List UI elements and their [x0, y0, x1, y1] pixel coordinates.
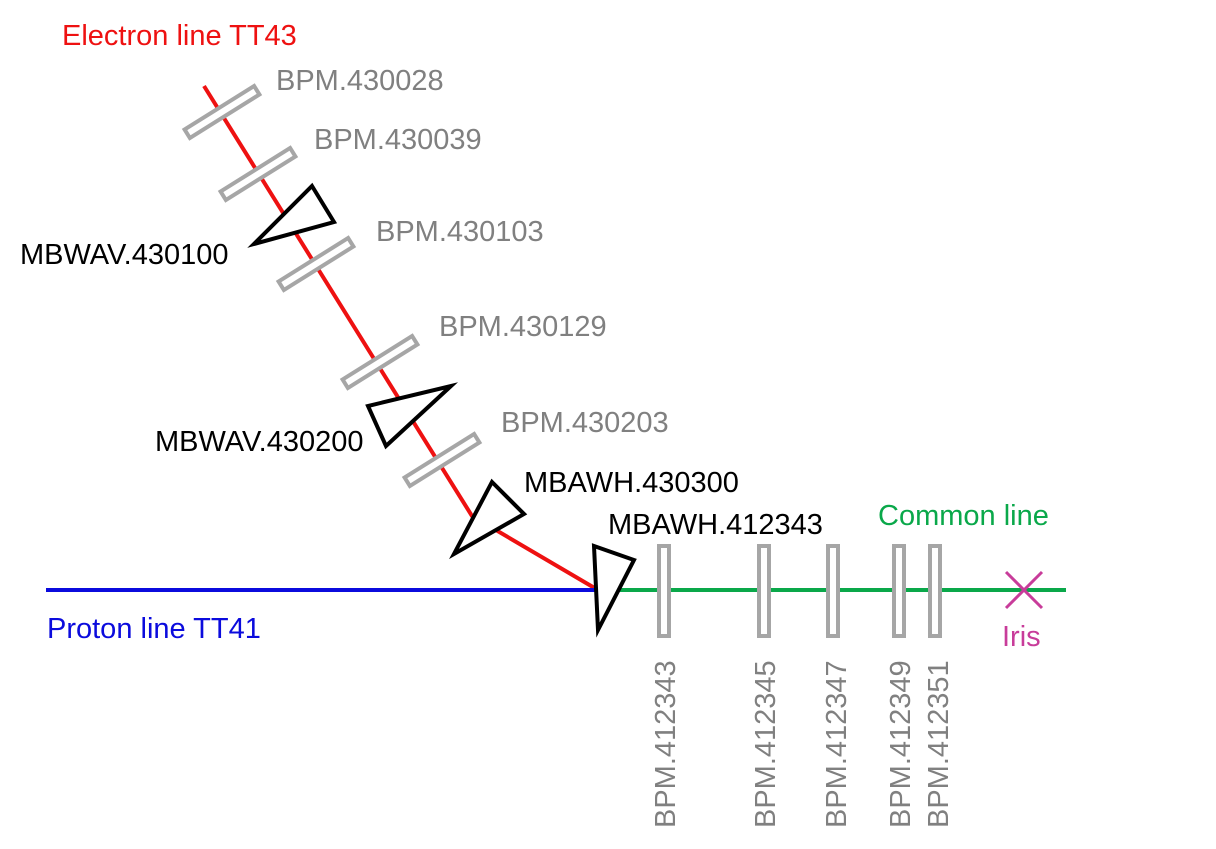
electron-line-label: Electron line TT43: [62, 20, 297, 52]
bpm-label: BPM.412351: [923, 660, 955, 828]
magnet-mbawh-412343-icon: [591, 543, 637, 638]
bpm-430203-marker: [401, 431, 483, 489]
magnet-mbawh-430300-icon: [449, 478, 528, 560]
bpm-430129-marker: [339, 333, 421, 391]
bpm-412345-marker: [757, 544, 771, 638]
common-line-label: Common line: [878, 500, 1049, 532]
bpm-label: BPM.430129: [439, 311, 607, 343]
electron-bpm-markers: [181, 83, 483, 489]
bpm-412351-marker: [928, 544, 942, 638]
bpm-430028-marker: [181, 83, 263, 141]
bpm-430103-marker: [275, 235, 357, 293]
magnet-mbwav-430100-icon: [247, 182, 338, 248]
bpm-412343-marker: [657, 544, 671, 638]
common-bpm-markers: [657, 544, 942, 638]
magnet-label: MBAWH.412343: [608, 509, 823, 541]
magnet-markers: [247, 182, 637, 638]
bpm-412349-marker: [892, 544, 906, 638]
bpm-412347-marker: [826, 544, 840, 638]
bpm-label: BPM.430039: [314, 124, 482, 156]
bpm-label: BPM.430103: [376, 216, 544, 248]
bpm-430039-marker: [217, 145, 299, 203]
cross-marker-icon: [1004, 570, 1044, 610]
bpm-label: BPM.412349: [885, 660, 917, 828]
bpm-label: BPM.412347: [821, 660, 853, 828]
bpm-label: BPM.412343: [650, 660, 682, 828]
magnet-label: MBWAV.430100: [20, 239, 229, 271]
bpm-label: BPM.412345: [750, 660, 782, 828]
bpm-label: BPM.430028: [276, 65, 444, 97]
magnet-label: MBAWH.430300: [524, 467, 739, 499]
magnet-label: MBWAV.430200: [155, 426, 364, 458]
proton-line-label: Proton line TT41: [47, 613, 261, 645]
iris-label: Iris: [1002, 621, 1041, 653]
bpm-label: BPM.430203: [501, 407, 669, 439]
magnet-mbwav-430200-icon: [365, 382, 459, 450]
